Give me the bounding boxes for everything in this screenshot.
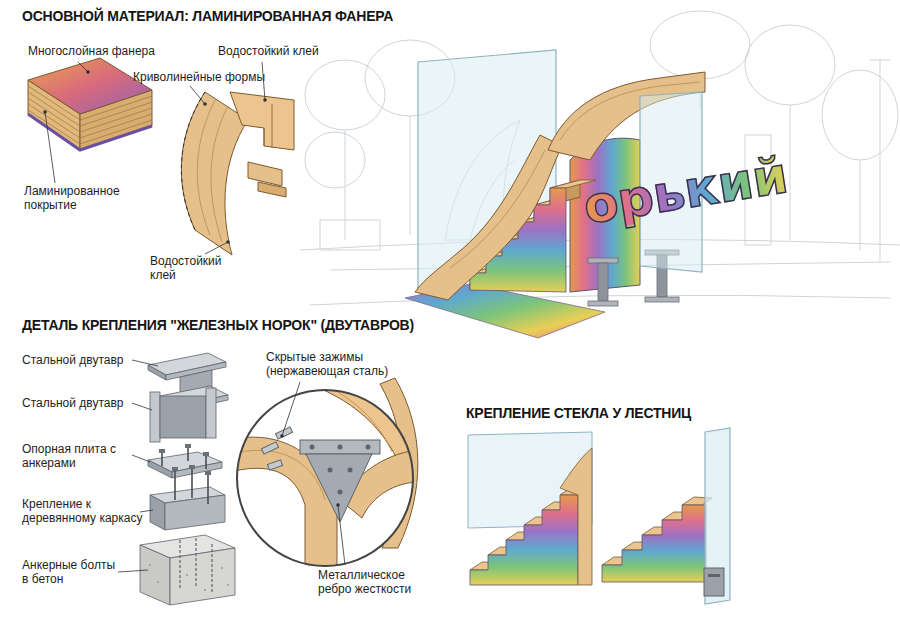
embedded-bolt — [180, 538, 212, 592]
concrete-texture — [149, 564, 151, 566]
timber-connector — [165, 495, 225, 530]
bolt — [328, 468, 333, 473]
i-beam-support — [598, 263, 608, 301]
tenon-piece — [248, 162, 282, 186]
joint-block — [230, 92, 294, 150]
i-beam-support — [645, 297, 679, 302]
leader-line — [132, 455, 150, 462]
leader-dot — [226, 240, 230, 244]
concrete-texture — [186, 574, 188, 576]
part-label: Водостойкий клей — [150, 254, 230, 283]
anchor-bolt — [162, 447, 206, 469]
steel-plate — [300, 440, 380, 454]
bolt — [366, 445, 371, 450]
glass-panel — [705, 428, 730, 604]
leader-line — [338, 505, 345, 565]
i-beam-support — [588, 258, 618, 263]
leader-dot — [336, 503, 340, 507]
bolt-head — [203, 452, 209, 456]
sign-lettering: орький — [580, 150, 791, 232]
part-label: Стальной двутавр — [22, 396, 124, 410]
bolt-head — [205, 471, 211, 475]
leader-line — [282, 382, 300, 436]
section-heading: ДЕТАЛЬ КРЕПЛЕНИЯ "ЖЕЛЕЗНЫХ НОРОК" (ДВУТА… — [22, 317, 414, 333]
bolt-head — [172, 467, 178, 471]
bolt-head — [189, 465, 195, 469]
laminate-edge — [28, 114, 152, 150]
leader-dot — [86, 70, 90, 74]
hidden-clamp — [261, 442, 278, 454]
bolt-head — [185, 444, 191, 448]
curved-plywood — [181, 92, 248, 255]
part-label: Криволинейные формы — [133, 70, 265, 84]
leader-dot — [203, 102, 207, 106]
tree-sketch — [650, 11, 750, 79]
curved-stringer — [560, 448, 592, 585]
anchor-bolt — [175, 468, 208, 504]
joint-slot — [264, 104, 272, 148]
tenon-piece — [258, 182, 286, 197]
concrete-texture — [204, 589, 206, 591]
bolt-head — [159, 449, 165, 453]
part-label: Водостойкий клей — [218, 44, 319, 58]
concrete-texture — [227, 584, 229, 586]
tree-sketch — [822, 70, 898, 160]
leader-line — [45, 112, 55, 183]
part-label: Стальной двутавр — [22, 353, 124, 367]
part-label: Ламинированное покрытие — [24, 184, 129, 213]
glass-clamp-bolt — [708, 574, 720, 577]
wood-grain — [240, 375, 392, 500]
leader-line — [132, 360, 158, 366]
bolt — [310, 445, 315, 450]
leader-dot — [263, 98, 267, 102]
i-beam-column — [206, 388, 216, 438]
bolt — [338, 490, 343, 495]
glass-clamp — [704, 568, 724, 596]
part-label: Металлическое ребро жесткости — [318, 568, 428, 597]
curved-stringer — [415, 135, 562, 300]
leader-line — [190, 86, 205, 104]
i-beam — [148, 365, 166, 380]
tree-sketch — [305, 60, 385, 130]
tree-sketch — [305, 132, 365, 188]
bench-sketch — [320, 220, 380, 250]
leader-dot — [43, 110, 47, 114]
lamp-sketch — [870, 60, 890, 262]
laminate-top — [28, 58, 152, 114]
section-heading: КРЕПЛЕНИЕ СТЕКЛА У ЛЕСТНИЦ — [466, 405, 691, 421]
base-plate — [172, 462, 222, 478]
i-beam-column — [150, 392, 160, 442]
section-heading: ОСНОВНОЙ МАТЕРИАЛ: ЛАМИНИРОВАННАЯ ФАНЕРА — [22, 8, 393, 24]
detail-circle — [237, 390, 413, 566]
part-label: Анкерные болты в бетон — [22, 558, 117, 587]
base-plate — [148, 460, 172, 478]
wood-grain — [450, 150, 545, 268]
concrete-texture — [157, 581, 159, 583]
concrete-texture — [221, 567, 223, 569]
i-beam-column — [160, 396, 206, 438]
part-label: Скрытые зажимы (нержавеющая сталь) — [266, 350, 401, 379]
leader-line — [132, 403, 152, 410]
leader-dot — [280, 434, 284, 438]
hidden-clamp — [267, 460, 282, 470]
timber-connector — [150, 495, 165, 530]
part-label: Крепление к деревянному каркасу — [22, 497, 144, 526]
part-label: Многослойная фанера — [28, 44, 155, 58]
leader-line — [78, 62, 88, 72]
bolt — [338, 445, 343, 450]
i-beam-support — [588, 301, 618, 306]
leader-line — [205, 242, 228, 254]
leader-line — [118, 570, 148, 572]
hidden-clamp — [275, 427, 292, 439]
wood-grain — [197, 100, 228, 242]
part-label: Опорная плита с анкерами — [22, 442, 132, 471]
concrete-block — [140, 545, 170, 605]
stair-side — [470, 495, 578, 585]
bolt — [348, 468, 353, 473]
stair-side — [602, 505, 706, 582]
tree-sketch — [745, 25, 835, 105]
